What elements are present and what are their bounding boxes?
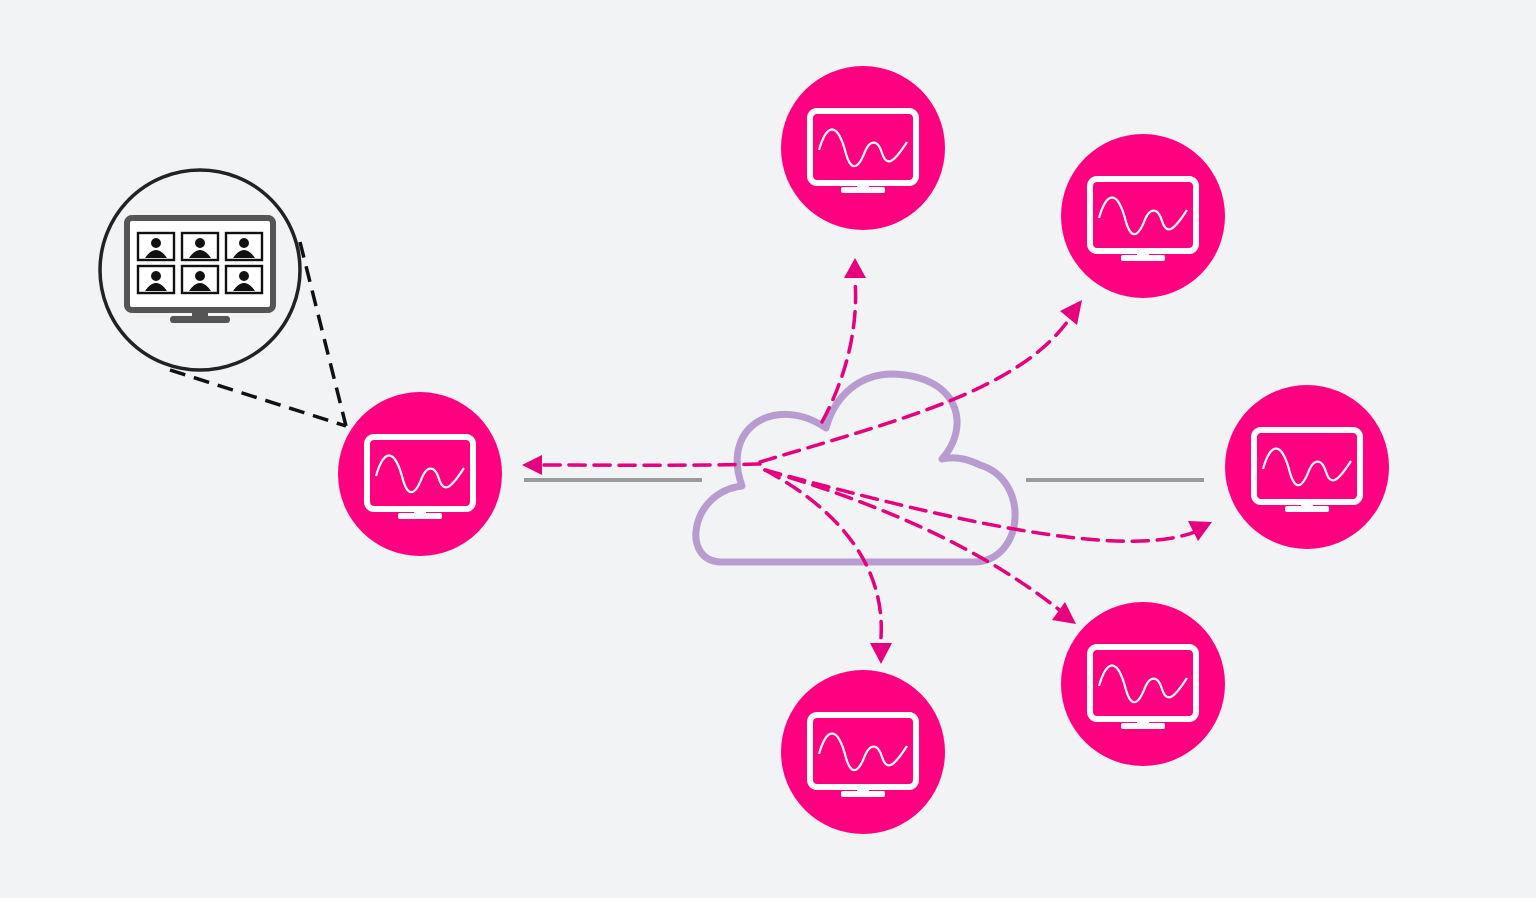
zoom-detail bbox=[98, 168, 302, 372]
zoom-line-upper bbox=[298, 241, 348, 427]
arrowhead-source bbox=[522, 455, 542, 475]
target-node-lower-right[interactable] bbox=[1061, 602, 1225, 766]
arrow-to-top bbox=[820, 278, 858, 424]
arrow-to-upper-right bbox=[758, 316, 1072, 464]
arrowhead-upper-right bbox=[1060, 300, 1082, 325]
arrow-to-bottom bbox=[763, 468, 883, 650]
target-node-bottom[interactable] bbox=[781, 670, 945, 834]
arrow-to-source bbox=[536, 462, 762, 467]
arrow-to-lower-right bbox=[763, 468, 1064, 614]
zoom-line-lower bbox=[169, 368, 347, 428]
source-node[interactable] bbox=[338, 392, 502, 556]
arrowhead-top bbox=[844, 258, 866, 278]
cloud-icon bbox=[692, 370, 1019, 566]
arrowhead-lower-right bbox=[1052, 602, 1076, 624]
target-node-upper-right[interactable] bbox=[1061, 134, 1225, 298]
arrow-to-right bbox=[763, 468, 1197, 543]
target-node-top[interactable] bbox=[781, 66, 945, 230]
video-conference-grid-icon bbox=[124, 215, 276, 323]
arrowhead-bottom bbox=[870, 643, 892, 664]
arrowhead-right bbox=[1188, 521, 1212, 541]
target-node-right[interactable] bbox=[1225, 385, 1389, 549]
